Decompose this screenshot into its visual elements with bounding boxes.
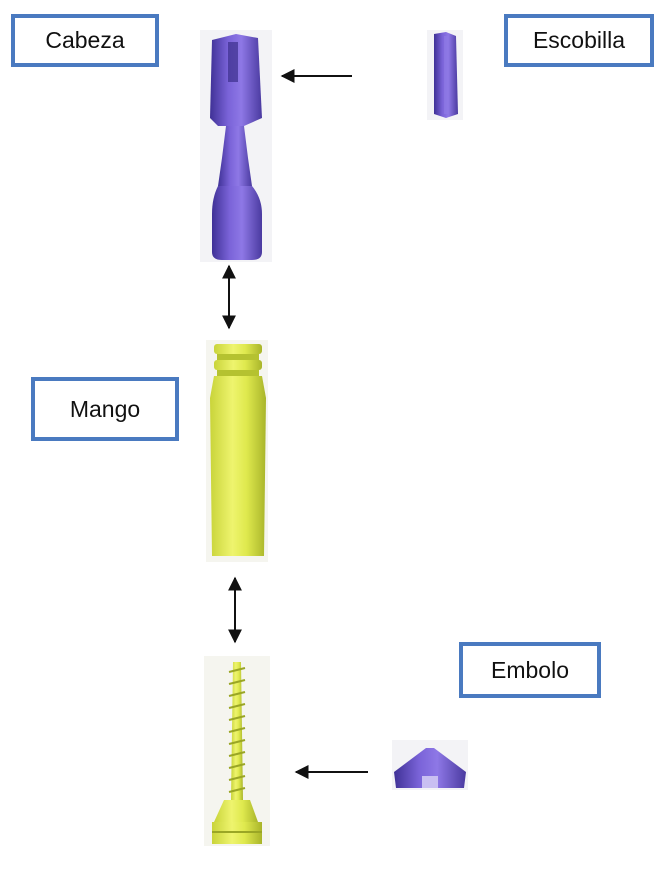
label-cabeza: Cabeza	[11, 14, 159, 67]
label-escobilla: Escobilla	[504, 14, 654, 67]
embolo-part	[392, 740, 468, 790]
label-embolo: Embolo	[459, 642, 601, 698]
label-escobilla-text: Escobilla	[533, 27, 625, 54]
label-mango-text: Mango	[70, 396, 140, 423]
escobilla-part	[427, 30, 463, 120]
label-embolo-text: Embolo	[491, 657, 569, 684]
label-mango: Mango	[31, 377, 179, 441]
piston-rod-part	[204, 656, 270, 846]
mango-part	[206, 340, 268, 562]
label-cabeza-text: Cabeza	[45, 27, 124, 54]
cabeza-part	[200, 30, 272, 262]
